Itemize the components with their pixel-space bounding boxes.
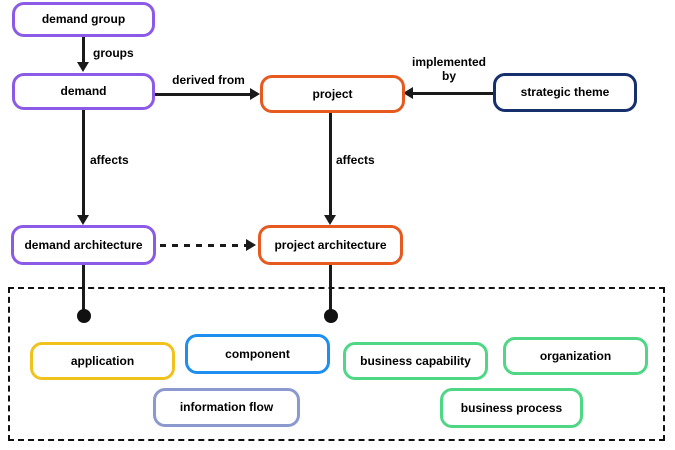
arrowhead-down-icon bbox=[77, 215, 89, 225]
node-demand-architecture: demand architecture bbox=[11, 225, 156, 265]
ball-endpoint-icon bbox=[77, 309, 91, 323]
node-project: project bbox=[260, 75, 405, 113]
edge-label-affects-left: affects bbox=[90, 153, 129, 167]
node-application: application bbox=[30, 342, 175, 380]
node-strategic-theme: strategic theme bbox=[493, 73, 637, 112]
architecture-elements-group bbox=[8, 287, 665, 441]
node-business-process: business process bbox=[440, 388, 583, 428]
arrowhead-left-icon bbox=[403, 87, 413, 99]
edge-project-to-project-architecture bbox=[329, 113, 332, 215]
edge-demand-group-to-demand bbox=[82, 37, 85, 63]
edge-label-affects-right: affects bbox=[336, 153, 375, 167]
edge-demand-to-project bbox=[153, 93, 250, 96]
edge-demand-architecture-to-project-architecture-dashed bbox=[160, 244, 246, 247]
arrowhead-right-icon bbox=[250, 88, 260, 100]
node-information-flow: information flow bbox=[153, 388, 300, 427]
arrowhead-down-icon bbox=[77, 62, 89, 72]
arrowhead-down-icon bbox=[324, 215, 336, 225]
edge-label-implemented-line2: by bbox=[441, 69, 456, 83]
node-component: component bbox=[185, 334, 330, 374]
node-demand: demand bbox=[12, 73, 155, 110]
edge-label-groups: groups bbox=[93, 46, 134, 60]
edge-label-implemented-by: implemented by bbox=[403, 55, 495, 83]
node-organization: organization bbox=[503, 337, 648, 375]
arrowhead-right-icon bbox=[246, 239, 256, 251]
node-business-capability: business capability bbox=[343, 342, 488, 380]
edge-strategic-theme-to-project bbox=[413, 92, 493, 95]
ball-endpoint-icon bbox=[324, 309, 338, 323]
edge-label-derived-from: derived from bbox=[172, 73, 245, 87]
edge-demand-to-demand-architecture bbox=[82, 110, 85, 215]
node-demand-group: demand group bbox=[12, 2, 155, 37]
node-project-architecture: project architecture bbox=[258, 225, 403, 265]
edge-label-implemented-line1: implemented bbox=[411, 55, 486, 69]
